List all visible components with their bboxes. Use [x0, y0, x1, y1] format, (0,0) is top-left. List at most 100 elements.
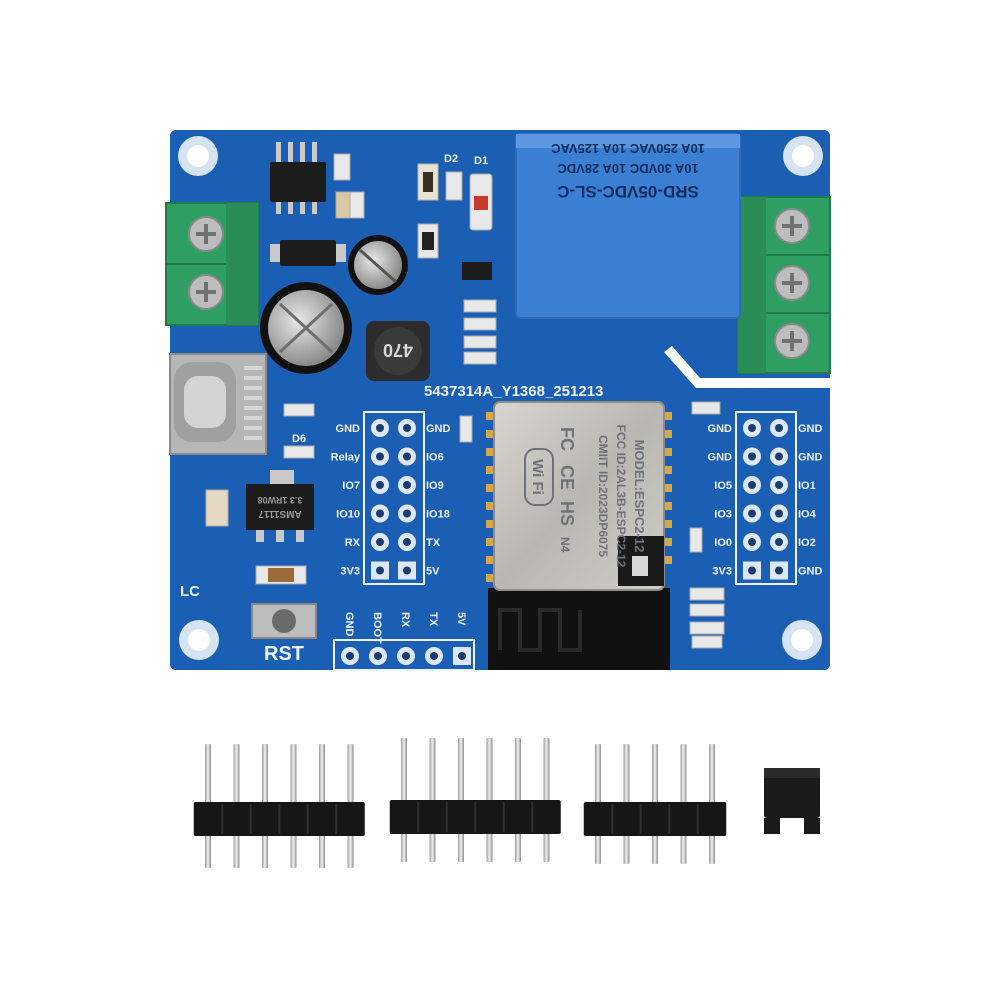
pin-label: GND [426, 423, 451, 435]
header-right-pin [770, 419, 788, 437]
pin-label: IO5 [714, 480, 732, 492]
pin-label: TX [427, 612, 439, 627]
module-cmiit: CMIIT ID:2023DP6075 [596, 435, 610, 557]
regulator-marking: AMS1117 [258, 508, 302, 519]
header-right-pin [743, 419, 761, 437]
relay-rating-1: 10A 250VAC 10A 125VAC [550, 141, 705, 156]
isolation-slot [664, 346, 830, 388]
pin-label: GND [798, 452, 823, 464]
pin-label: 3V3 [340, 566, 360, 578]
pin-header-6-bent [389, 738, 561, 862]
header-bottom-pin [397, 647, 415, 665]
pin-label: IO6 [426, 452, 444, 464]
header-right-pin [770, 561, 788, 580]
header-left-pin [371, 419, 389, 437]
pin-label: 5V [426, 566, 440, 578]
pin-label: IO7 [342, 480, 360, 492]
mounting-holes [178, 136, 823, 660]
pin-label: 5V [455, 612, 467, 626]
inductor-marking: 470 [383, 340, 413, 360]
pin-label: GND [708, 452, 733, 464]
pin-label: GND [798, 423, 823, 435]
wifi-module: MODEL:ESPC2-12 FCC ID:2AL3B-ESPC2-12 CMI… [486, 401, 672, 670]
sop8-chip [270, 142, 326, 214]
header-bottom-pin [369, 647, 387, 665]
module-n4: N4 [558, 537, 572, 553]
module-model: MODEL:ESPC2-12 [632, 440, 647, 553]
pin-label: RX [399, 612, 411, 628]
pin-label: GND [708, 423, 733, 435]
large-capacitor [260, 282, 352, 374]
voltage-regulator: AMS1117 3.3 1RW08 [246, 470, 314, 542]
pin-label: IO2 [798, 537, 816, 549]
pin-header-6-straight [193, 744, 365, 868]
pin-label: RX [345, 537, 361, 549]
header-right-pin [743, 476, 761, 494]
header-body [583, 802, 727, 836]
label-d2: D2 [444, 153, 458, 165]
label-d6: D6 [292, 433, 306, 445]
header-left-pin [371, 447, 389, 466]
screw-terminal-right [737, 196, 831, 374]
module-fc-mark: FC [557, 427, 577, 451]
header-right-pin [743, 533, 761, 551]
smd-diode [280, 240, 336, 266]
pin-label: IO4 [798, 509, 817, 521]
module-wifi-logo: Wi Fi [529, 459, 546, 495]
pin-label: TX [426, 537, 441, 549]
header-right-pin [770, 533, 788, 551]
header-right-pin [743, 561, 761, 580]
header-bottom-pin [453, 647, 471, 665]
pin-label: 3V3 [712, 566, 732, 578]
header-left-pin [398, 533, 416, 551]
smd-passives [205, 153, 725, 649]
small-capacitor [348, 235, 408, 295]
header-bottom-pin [341, 647, 359, 665]
regulator-code: 3.3 1RW08 [258, 495, 303, 505]
header-left-pin [398, 504, 416, 523]
relay: SRD-05VDC-SL-C 10A 30VDC 10A 28VDC 10A 2… [515, 133, 741, 319]
relay-rating-2: 10A 30VDC 10A 28VDC [557, 161, 699, 176]
header-right-pin [743, 504, 761, 523]
header-left-pin [398, 476, 416, 494]
jumper-cap [764, 768, 820, 834]
inductor: 470 [366, 321, 430, 381]
pin-label: IO1 [798, 480, 816, 492]
pin-header-5 [583, 744, 727, 864]
usb-c-port [169, 353, 267, 455]
pin-label: BOOT [371, 612, 383, 644]
header-right-pin [770, 447, 788, 466]
pin-label: GND [336, 423, 361, 435]
header-right-pin [743, 447, 761, 466]
header-bottom: GND BOOT RX TX 5V [333, 612, 475, 671]
module-hs-mark: HS [557, 501, 577, 526]
module-ce-mark: CE [557, 465, 577, 490]
module-fcc: FCC ID:2AL3B-ESPC2-12 [614, 425, 628, 568]
header-left-pin [371, 561, 389, 580]
header-left-pin [398, 419, 416, 437]
pin-label: IO3 [714, 509, 732, 521]
reset-button: RST [251, 603, 317, 665]
pin-label: GND [798, 566, 823, 578]
pin-label: IO9 [426, 480, 444, 492]
label-d1: D1 [474, 155, 488, 167]
reset-label: RST [264, 643, 304, 665]
pin-label: IO18 [426, 509, 450, 521]
logo-lc: LC [180, 583, 200, 600]
pin-label: IO0 [714, 537, 732, 549]
header-left-pin [371, 533, 389, 551]
header-left-pin [371, 504, 389, 523]
loose-parts [193, 738, 820, 868]
header-right-pin [770, 504, 788, 523]
pin-label: Relay [331, 452, 361, 464]
header-left-pin [398, 447, 416, 466]
header-left-pin [371, 476, 389, 494]
header-bottom-pin [425, 647, 443, 665]
relay-model: SRD-05VDC-SL-C [557, 182, 699, 201]
pcb-code: 5437314A_Y1368_251213 [424, 383, 603, 400]
screw-terminal-left [165, 202, 259, 326]
header-right-pin [770, 476, 788, 494]
pin-label: GND [343, 612, 355, 637]
